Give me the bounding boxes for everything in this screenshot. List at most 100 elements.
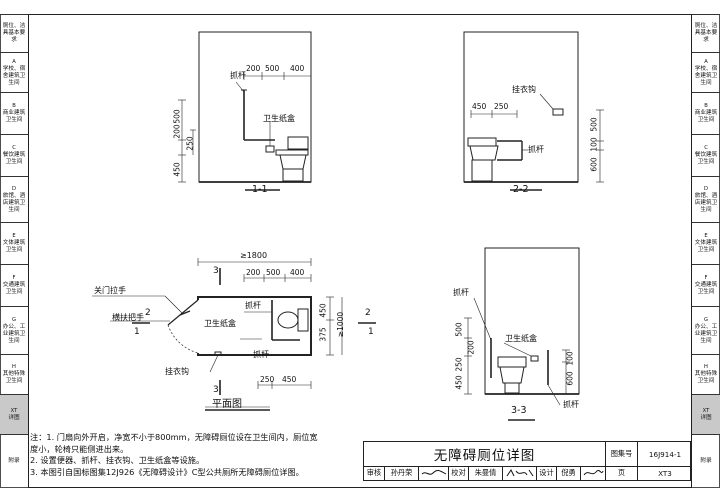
- sidebar-item-code: A: [12, 58, 16, 65]
- page-label: 页: [605, 466, 637, 480]
- plan-dim-right-2: 375: [318, 327, 328, 342]
- sidebar-item-code: B: [704, 103, 708, 109]
- sidebar-item-code: C: [12, 145, 16, 151]
- sidebar-item-code: F: [12, 275, 16, 281]
- sidebar-item-code: H: [704, 364, 708, 370]
- checker-signature: [502, 466, 536, 480]
- v33-dim-left-2: 200: [466, 340, 476, 355]
- sidebar-item-label: 附录: [8, 457, 20, 464]
- plan-horizontal-handle-label: 横扶把手: [112, 313, 144, 322]
- plan-paper-box-label: 卫生纸盒: [204, 319, 236, 328]
- sidebar-item-label: 商业建筑卫生间: [2, 110, 26, 123]
- check-label: 校对: [448, 466, 468, 480]
- sidebar-item-label: 餐饮建筑卫生间: [694, 152, 718, 165]
- sidebar-item-code: C: [704, 145, 708, 151]
- plan-section-mark-3-bottom: 3: [213, 385, 219, 395]
- v11-dim-left-3: 250: [185, 136, 195, 151]
- inner-frame: [28, 14, 692, 488]
- sidebar-item-code: D: [704, 185, 708, 192]
- v11-toilet-bowl: [279, 154, 307, 170]
- title-block-bottom-row: 审核 孙丹荣 校对 朱曼倩 设计 倪勇 页 XT3: [363, 466, 691, 481]
- v11-toilet-seat: [275, 149, 309, 156]
- atlas-number: 16J914-1: [637, 442, 692, 466]
- atlas-label: 图集号: [605, 442, 637, 466]
- sidebar-item-label: 其他特殊卫生间: [694, 371, 718, 384]
- sidebar-item-code: D: [12, 185, 16, 192]
- section-2-2: [463, 31, 604, 191]
- v33-paper-box: [530, 355, 539, 362]
- sidebar-item-code: B: [12, 103, 16, 109]
- review-label: 审核: [366, 468, 382, 477]
- plan-dim-right-1: 450: [318, 303, 328, 318]
- plan-dim-total: ≥1800: [240, 251, 268, 260]
- sidebar-item-label: 文体建筑卫生间: [2, 240, 26, 253]
- plan-view: [92, 258, 376, 411]
- v33-grab-bar-label: 抓杆: [453, 288, 469, 297]
- v22-dim-right-1: 500: [589, 117, 599, 132]
- plan-grab-bar-label: 抓杆: [245, 301, 261, 310]
- v11-dim-top-3: 400: [290, 64, 305, 73]
- v11-paper-box: [265, 145, 275, 153]
- title-block-top-row: 无障碍厕位详图 图集号 16J914-1: [363, 441, 691, 467]
- sidebar-item-label: 学校、宿舍建筑卫生间: [694, 65, 718, 86]
- v11-paper-box-label: 卫生纸盒: [263, 114, 295, 123]
- plan-title: 平面图: [212, 399, 242, 410]
- note-line-2: 度小，轮椅只能侧进出来。: [30, 443, 129, 454]
- sidebar-item-code: E: [12, 233, 16, 239]
- sidebar-item-label: 交通建筑卫生间: [2, 282, 26, 295]
- v22-dim-right-3: 600: [589, 157, 599, 172]
- sidebar-item-label: 交通建筑卫生间: [694, 282, 718, 295]
- v22-dim-top-2: 250: [494, 102, 509, 111]
- plan-dim-top-3: 400: [290, 268, 305, 277]
- v33-dim-right-2: 600: [565, 371, 575, 386]
- v22-coat-hook-label: 挂衣钩: [512, 85, 536, 94]
- sidebar-item-section0[interactable]: 厕位、洁具基本要求: [0, 14, 28, 52]
- plan-dim-bottom-2: 450: [282, 375, 297, 384]
- plan-grab-bar2-label: 抓杆: [253, 350, 269, 359]
- plan-toilet-tank: [297, 308, 309, 332]
- sidebar-item-section10[interactable]: 附录: [0, 434, 28, 487]
- sidebar-item-code: E: [704, 233, 708, 239]
- reviewer-signature-image: [421, 470, 446, 475]
- page-number: XT3: [637, 466, 692, 480]
- v22-grab-bar-label: 抓杆: [528, 145, 544, 154]
- sidebar-item-label: 厕位、洁具基本要求: [694, 23, 718, 43]
- plan-section-mark-2-left: 2: [145, 308, 151, 318]
- plan-dim-top-2: 500: [266, 268, 281, 277]
- sidebar-item-code: XT: [702, 407, 710, 414]
- sidebar-item-label: 学校、宿舍建筑卫生间: [2, 65, 26, 86]
- sidebar-item-section10[interactable]: 附录: [692, 434, 720, 487]
- sidebar-item-label: 旅馆、酒店建筑卫生间: [694, 192, 718, 213]
- plan-coat-hook-label: 挂衣钩: [165, 367, 189, 376]
- sidebar-item-code: XT: [10, 407, 18, 414]
- sidebar-item-label: 办公、工业建筑卫生间: [694, 323, 718, 344]
- note-line-1: 注：1. 门扇向外开启，净宽不小于800mm，无障碍厕位设在卫生间内，厕位宽: [30, 432, 318, 442]
- design-label: 设计: [536, 466, 556, 480]
- plan-section-mark-1-right: 1: [368, 327, 374, 337]
- plan-dim-top-1: 200: [246, 268, 261, 277]
- plan-door-handle-label: 关门拉手: [94, 286, 126, 295]
- sidebar-item-section0[interactable]: 厕位、洁具基本要求: [692, 14, 720, 52]
- plan-section-mark-2-right: 2: [365, 308, 371, 318]
- section-1-1: [178, 31, 312, 191]
- section-3-3: [464, 247, 580, 421]
- v11-wall: [198, 31, 312, 183]
